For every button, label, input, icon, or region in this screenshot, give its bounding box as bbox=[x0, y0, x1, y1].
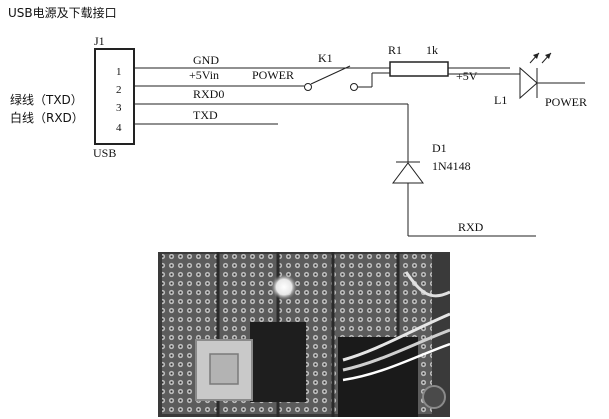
green-wire-label: 绿线（TXD） bbox=[10, 92, 83, 107]
diode-designator: D1 bbox=[432, 141, 447, 155]
gnd-net-label: GND bbox=[193, 53, 219, 67]
switch-contact-right bbox=[350, 83, 358, 91]
switch-blade bbox=[310, 65, 351, 85]
txd-net-label: TXD bbox=[193, 108, 218, 122]
usb-wire-top bbox=[404, 271, 450, 298]
rxd0-net-label: RXD0 bbox=[193, 87, 224, 101]
diode-part: 1N4148 bbox=[432, 159, 471, 173]
usb-connector-body bbox=[94, 48, 135, 145]
board-photo-drawing bbox=[158, 252, 450, 417]
mounting-hole bbox=[422, 385, 446, 409]
led-triangle bbox=[519, 66, 538, 100]
circuit-board-photo bbox=[158, 252, 450, 417]
connector-designator: J1 bbox=[94, 34, 105, 48]
pin-1-label: 1 bbox=[116, 66, 122, 78]
switch-designator: K1 bbox=[318, 51, 333, 65]
diagram-title: USB电源及下载接口 bbox=[8, 5, 117, 20]
rxd-net-label: RXD bbox=[458, 220, 484, 234]
usb-wire-light bbox=[342, 342, 450, 382]
pin-2-label: 2 bbox=[116, 84, 122, 96]
diode-triangle bbox=[392, 162, 424, 184]
resistor-value: 1k bbox=[426, 43, 438, 57]
led-designator: L1 bbox=[494, 93, 507, 107]
switch-contact-left bbox=[304, 83, 312, 91]
led-label: POWER bbox=[545, 95, 587, 109]
power-switch-button bbox=[209, 353, 239, 385]
power-led-glow bbox=[271, 274, 297, 300]
switch-label: POWER bbox=[252, 68, 294, 82]
vin-net-label: +5Vin bbox=[189, 68, 219, 82]
white-wire-label: 白线（RXD） bbox=[10, 110, 84, 125]
resistor-designator: R1 bbox=[388, 43, 402, 57]
light-rays-icon bbox=[529, 52, 552, 64]
resistor-body bbox=[389, 61, 449, 77]
v5-net-label: +5V bbox=[456, 69, 478, 83]
usb-wire-gray bbox=[342, 328, 450, 372]
pin-4-label: 4 bbox=[116, 122, 122, 134]
usb-wire-white bbox=[342, 312, 450, 362]
dark-module bbox=[250, 322, 306, 402]
pin-3-label: 3 bbox=[116, 102, 122, 114]
connector-name: USB bbox=[93, 146, 116, 160]
